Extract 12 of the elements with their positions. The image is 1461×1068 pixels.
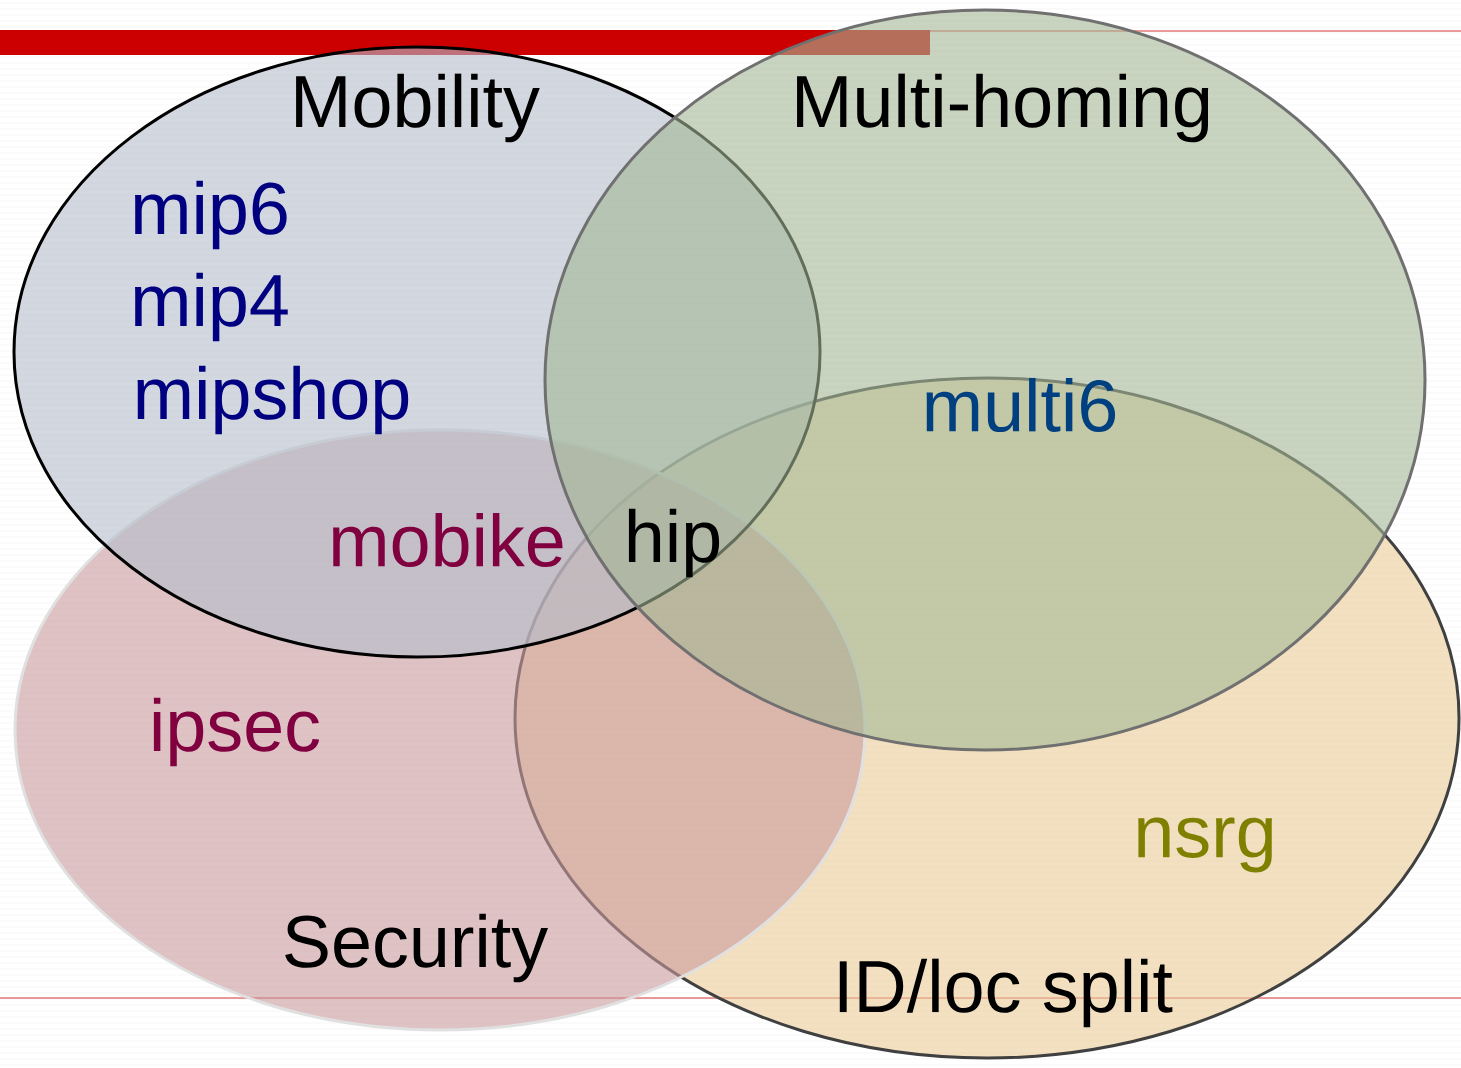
group-name: nsrg: [1138, 817, 1272, 873]
group-name: hip: [628, 508, 720, 578]
set-heading: ID/loc split: [839, 958, 1173, 1028]
set-heading: Security: [285, 913, 548, 983]
group-name: mip4: [135, 272, 288, 342]
group-name: mobike: [333, 512, 563, 568]
group-name: mipshop: [137, 365, 409, 435]
group-name: mip6: [135, 180, 287, 250]
set-heading: Mobility: [296, 73, 540, 143]
set-heading: Multi-homing: [797, 73, 1209, 143]
group-name: ipsec: [153, 697, 320, 767]
group-name: multi6: [926, 377, 1116, 433]
